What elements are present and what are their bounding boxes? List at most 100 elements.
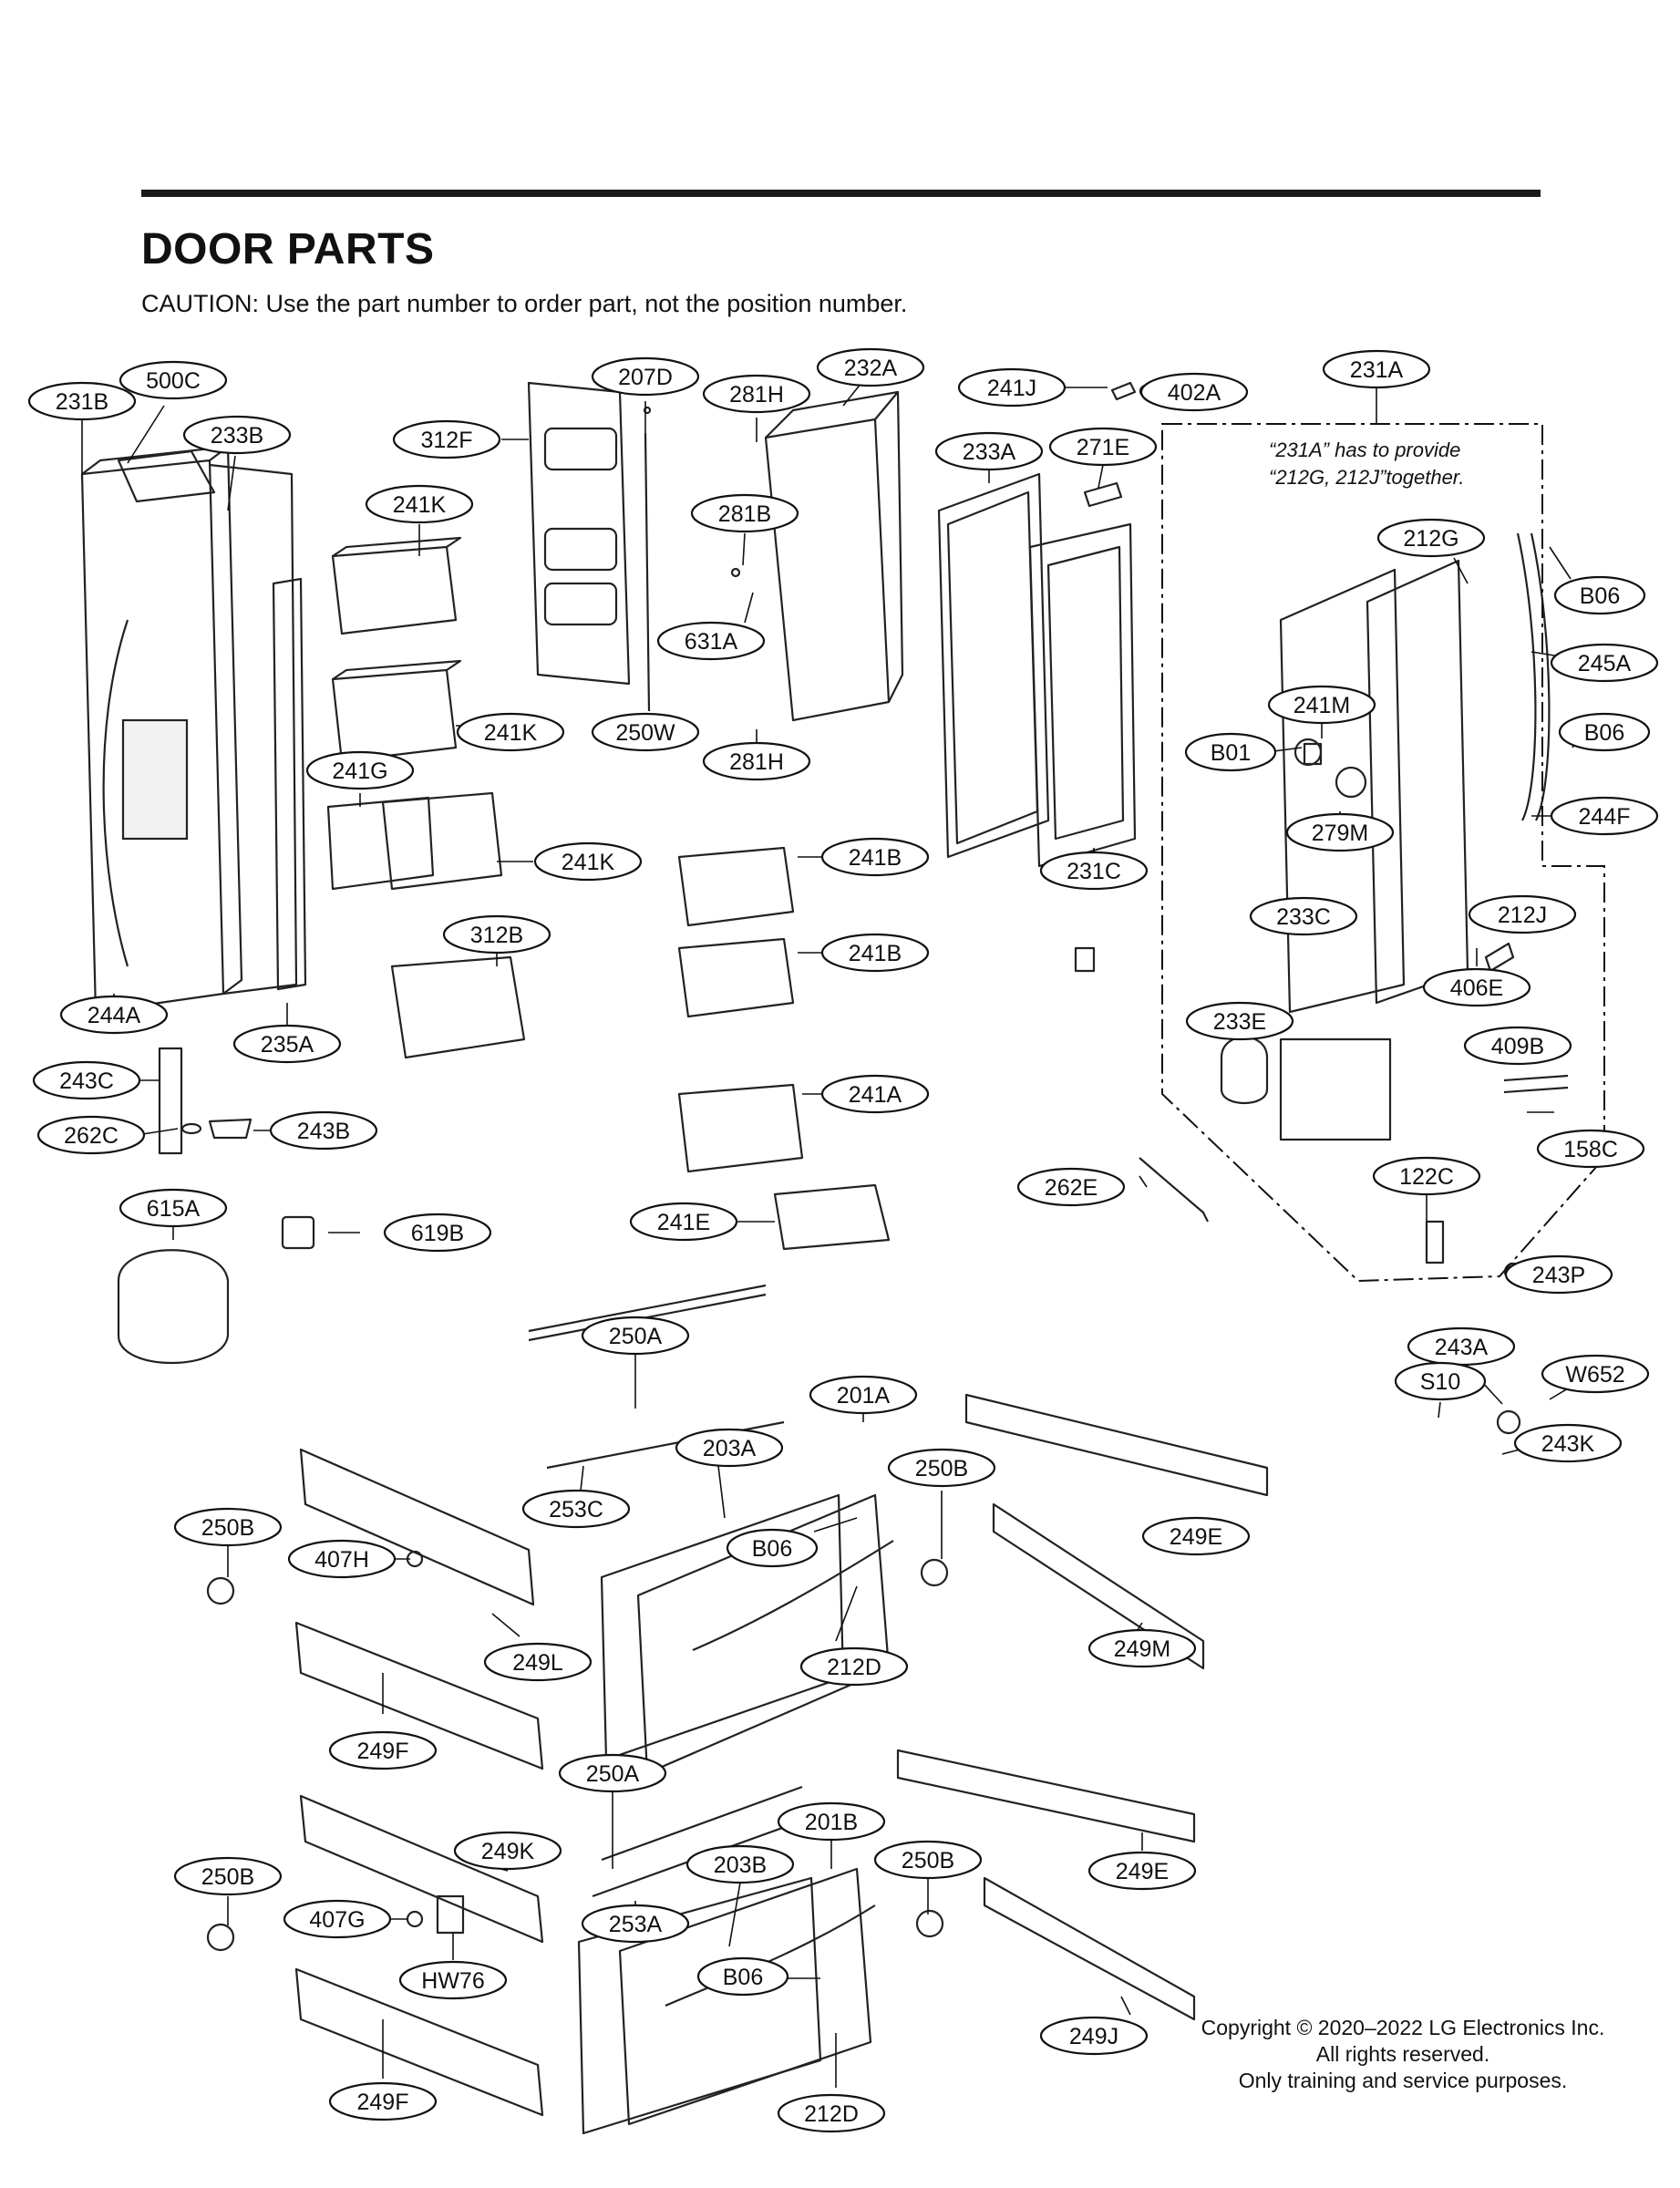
callout-bubble bbox=[1016, 1167, 1126, 1207]
callout-label: 231C bbox=[1067, 859, 1121, 884]
callout-bubble bbox=[887, 1448, 996, 1488]
callout-406e: 406E bbox=[1422, 967, 1531, 1007]
callout-bubble bbox=[820, 837, 930, 877]
callout-bubble bbox=[119, 360, 228, 400]
callout-label: 615A bbox=[147, 1196, 201, 1222]
callout-bubble bbox=[119, 1188, 228, 1228]
callout-249f: 249F bbox=[328, 1730, 438, 1770]
callout-bubble bbox=[1536, 1129, 1645, 1169]
page-title: DOOR PARTS bbox=[141, 225, 435, 274]
callout-bubble bbox=[934, 431, 1044, 471]
callout-label: 158C bbox=[1563, 1137, 1618, 1162]
callout-bubble bbox=[1087, 1628, 1197, 1668]
callout-bubble bbox=[1141, 1516, 1251, 1556]
callout-bubble bbox=[591, 712, 700, 752]
callout-label: 212J bbox=[1498, 903, 1547, 928]
callout-402a: 402A bbox=[1139, 372, 1249, 412]
part-drawings bbox=[80, 381, 1569, 2135]
callout-243a: 243A bbox=[1407, 1326, 1516, 1367]
callout-label: 212D bbox=[827, 1655, 881, 1680]
callout-label: HW76 bbox=[421, 1968, 484, 1994]
callout-label: B01 bbox=[1211, 740, 1251, 766]
callout-label: 245A bbox=[1578, 651, 1632, 676]
callout-bubble bbox=[305, 750, 415, 790]
callout-203b: 203B bbox=[685, 1844, 795, 1884]
callout-250b: 250B bbox=[173, 1856, 283, 1896]
callout-201b: 201B bbox=[777, 1801, 886, 1842]
callout-label: 407G bbox=[309, 1907, 365, 1933]
callout-label: 250B bbox=[915, 1456, 968, 1481]
callout-631a: 631A bbox=[656, 621, 766, 661]
callout-233e: 233E bbox=[1185, 1001, 1294, 1041]
callout-bubble bbox=[1541, 1354, 1650, 1394]
callout-label: 241E bbox=[657, 1210, 710, 1235]
callout-label: 279M bbox=[1312, 820, 1369, 846]
callout-bubble bbox=[36, 1115, 146, 1155]
callout-241a: 241A bbox=[820, 1074, 930, 1114]
callout-label: 207D bbox=[618, 365, 673, 390]
callout-281b: 281B bbox=[690, 493, 799, 533]
callout-label: 250A bbox=[609, 1324, 663, 1349]
callout-bubble bbox=[1285, 812, 1395, 852]
callout-231c: 231C bbox=[1039, 851, 1149, 891]
callout-label: 243C bbox=[59, 1068, 114, 1094]
callout-bubble bbox=[59, 995, 169, 1035]
callout-231b: 231B bbox=[27, 381, 137, 421]
copyright-line-3: Only training and service purposes. bbox=[1238, 2069, 1568, 2092]
callout-label: 281H bbox=[729, 382, 784, 408]
callout-label: 249M bbox=[1114, 1636, 1171, 1662]
callout-label: 241K bbox=[393, 492, 447, 518]
callout-203a: 203A bbox=[675, 1428, 784, 1468]
callout-249k: 249K bbox=[453, 1831, 562, 1871]
callout-label: 249K bbox=[481, 1839, 535, 1864]
callout-bubble bbox=[702, 374, 811, 414]
callout-bubble bbox=[702, 741, 811, 781]
callout-bubble bbox=[283, 1899, 392, 1939]
callout-bubble bbox=[1048, 427, 1158, 467]
callout-241m: 241M bbox=[1267, 685, 1376, 725]
callout-bubble bbox=[1504, 1254, 1613, 1295]
callout-250w: 250W bbox=[591, 712, 700, 752]
callout-500c: 500C bbox=[119, 360, 228, 400]
callout-212d: 212D bbox=[799, 1646, 909, 1687]
callout-bubble bbox=[287, 1539, 397, 1579]
callout-label: 203B bbox=[714, 1853, 767, 1878]
callout-bubble bbox=[656, 621, 766, 661]
callout-label: 241K bbox=[562, 850, 615, 875]
callout-243k: 243K bbox=[1513, 1423, 1623, 1463]
callout-bubble bbox=[182, 415, 292, 455]
callout-250a: 250A bbox=[558, 1753, 667, 1793]
callout-249l: 249L bbox=[483, 1642, 593, 1682]
callout-label: 244F bbox=[1579, 804, 1631, 830]
callout-b01: B01 bbox=[1184, 732, 1277, 772]
callout-label: S10 bbox=[1420, 1369, 1460, 1395]
callout-label: 243B bbox=[297, 1119, 350, 1144]
assembly-note: “231A” has to provide “212G, 212J”togeth… bbox=[1269, 439, 1464, 489]
callout-249e: 249E bbox=[1087, 1851, 1197, 1891]
callout-label: 281H bbox=[729, 749, 784, 775]
callout-bubble bbox=[453, 1831, 562, 1871]
callout-label: 253A bbox=[609, 1912, 663, 1937]
callout-label: 500C bbox=[146, 368, 201, 394]
callout-label: 233C bbox=[1276, 904, 1331, 930]
callout-250a: 250A bbox=[581, 1316, 690, 1356]
callout-label: 249J bbox=[1069, 2024, 1118, 2049]
callout-bubble bbox=[581, 1904, 690, 1944]
callout-bubble bbox=[1558, 712, 1651, 752]
callout-241g: 241G bbox=[305, 750, 415, 790]
callout-b06: B06 bbox=[1558, 712, 1651, 752]
callout-245a: 245A bbox=[1550, 643, 1659, 683]
callout-bubble bbox=[269, 1110, 378, 1151]
callout-bubble bbox=[558, 1753, 667, 1793]
callout-label: 271E bbox=[1077, 435, 1129, 460]
callout-243c: 243C bbox=[32, 1060, 141, 1100]
callout-label: 231A bbox=[1350, 357, 1404, 383]
callout-bubble bbox=[521, 1489, 631, 1529]
callout-bubble bbox=[591, 356, 700, 397]
callout-label: 281B bbox=[718, 501, 771, 527]
callout-233c: 233C bbox=[1249, 896, 1358, 936]
callout-label: 233E bbox=[1213, 1009, 1266, 1035]
callout-label: 201A bbox=[837, 1383, 891, 1409]
callout-label: 250B bbox=[201, 1515, 254, 1541]
callout-label: 249L bbox=[512, 1650, 563, 1676]
